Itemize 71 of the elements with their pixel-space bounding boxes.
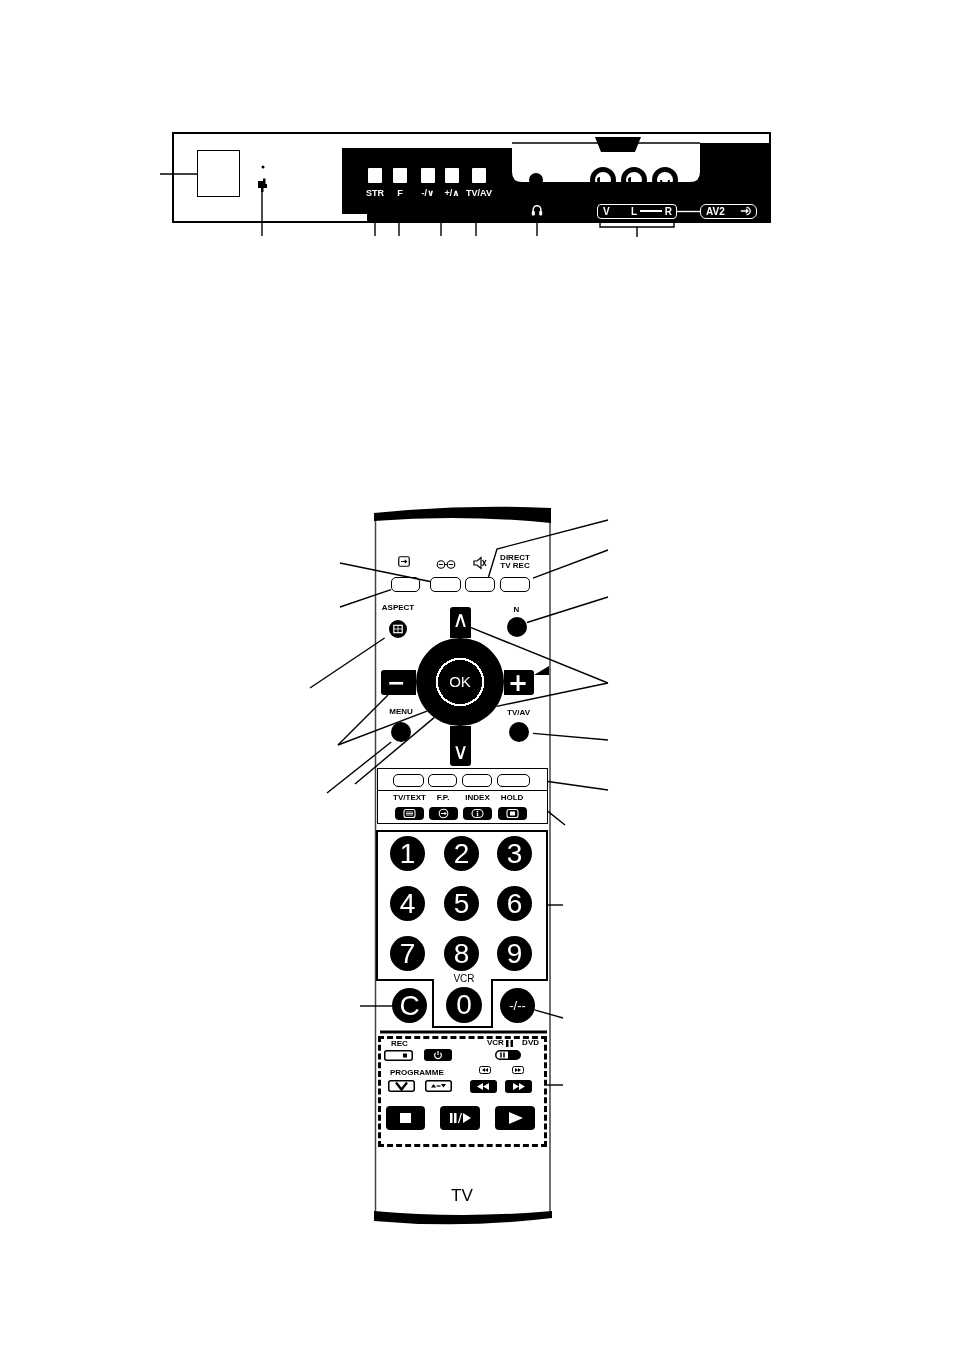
key-label: ASPECT [381, 604, 415, 612]
number-key: 9 [497, 936, 532, 971]
key-strip-frame [377, 768, 548, 791]
connecting-line [676, 210, 701, 213]
key-label: TV/AV [466, 189, 492, 198]
key-label: TV/AV [507, 709, 530, 717]
round-key: -/-- [500, 988, 535, 1023]
arrow-key: − [381, 670, 416, 695]
leader-line [495, 682, 609, 708]
number-key: 6 [497, 886, 532, 921]
section-label: PROGRAMME [390, 1069, 444, 1077]
key-label: +/∧ [444, 189, 460, 198]
leader-line [159, 173, 198, 175]
key-label: F.P. [436, 794, 450, 802]
leader-line [309, 637, 386, 689]
key-label: -/∨ [421, 189, 435, 198]
switch-label: DVD [522, 1039, 539, 1047]
key-label: MENU [389, 708, 413, 716]
leader-line [546, 1084, 564, 1086]
number-key: 3 [497, 836, 532, 871]
key-label: TV/TEXT [393, 794, 426, 802]
leader-line [326, 741, 392, 794]
socket-label-frame [597, 204, 677, 219]
number-key: 0 [446, 987, 482, 1023]
leader-line [339, 589, 392, 608]
leader-line [354, 716, 435, 785]
leader-line [261, 191, 263, 237]
key-label: DIRECT TV REC [499, 554, 531, 570]
round-key: C [392, 988, 427, 1023]
arrow-key: ∧ [450, 607, 471, 638]
arrow-key: ∨ [450, 726, 471, 766]
oblong-key [391, 577, 420, 592]
oblong-key [430, 577, 461, 592]
square-outline [197, 150, 240, 197]
arrow-key: + [504, 670, 534, 695]
oblong-key [465, 577, 495, 592]
key-label: STR [366, 189, 384, 198]
switch-label: VCR [487, 1039, 504, 1047]
leader-line [470, 626, 609, 684]
number-key: 8 [444, 936, 479, 971]
key-label: INDEX [465, 794, 490, 802]
leader-line [339, 562, 431, 583]
leader-line [547, 904, 564, 906]
leader-line [359, 1005, 393, 1007]
leader-line [547, 810, 566, 826]
key-label: REC [391, 1040, 408, 1048]
key-label: N [513, 606, 520, 614]
leader-line [337, 694, 389, 746]
number-key: 2 [444, 836, 479, 871]
socket-label: V [603, 206, 610, 217]
leader-line [487, 519, 609, 578]
leader-line [526, 596, 609, 624]
number-key: 4 [390, 886, 425, 921]
cursor-ring [416, 638, 504, 726]
key-label: F [397, 189, 403, 198]
socket-label: L [631, 206, 638, 217]
input-label-frame [700, 204, 757, 219]
leader-line [533, 1009, 564, 1019]
number-key: 5 [444, 886, 479, 921]
key-group-frame [377, 790, 548, 824]
socket-label: R [664, 206, 672, 217]
device-label: TV [451, 1187, 473, 1204]
key-caption: VCR [453, 974, 475, 984]
leader-line [547, 780, 609, 791]
key-label: HOLD [500, 794, 524, 802]
leader-line [532, 549, 609, 579]
port-label: AV2 [706, 206, 725, 217]
leader-line [337, 710, 428, 746]
number-key: 1 [390, 836, 425, 871]
number-key: 7 [390, 936, 425, 971]
leader-line [532, 732, 609, 741]
